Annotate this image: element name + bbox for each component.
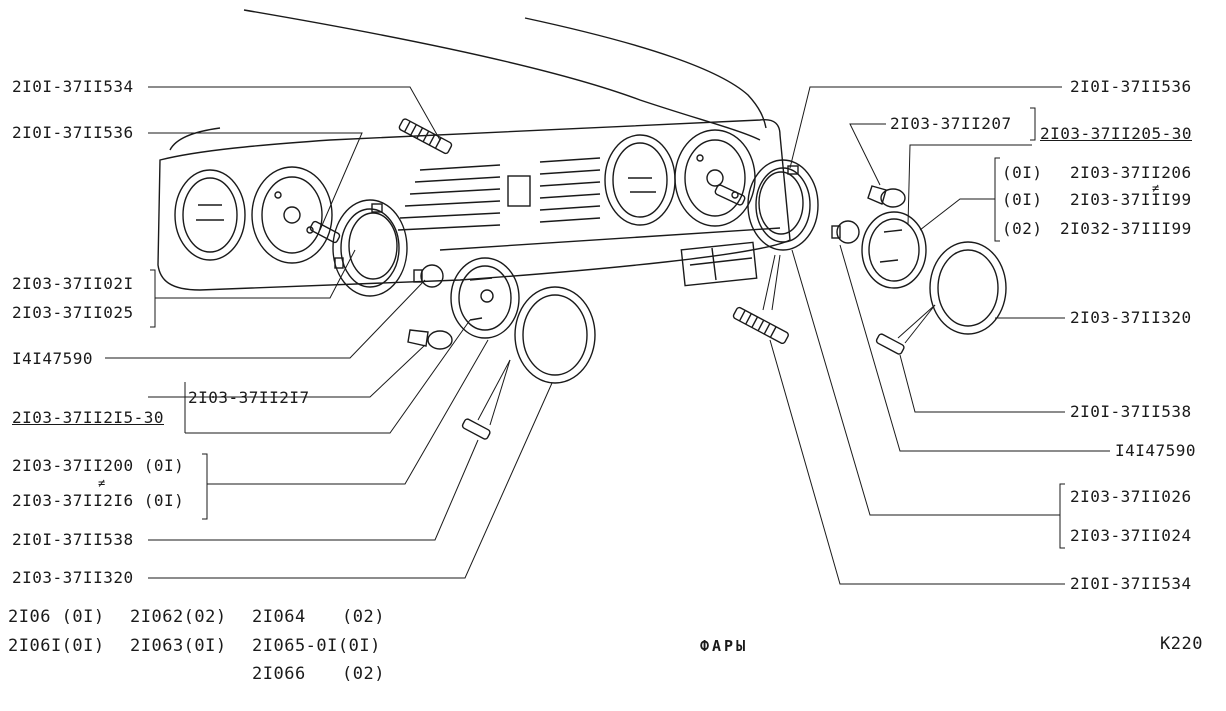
label-2103-3711215-30: 2I03-37II2I5-30: [12, 408, 164, 427]
left-headlight-bulb: [407, 329, 453, 350]
right-sidelight-bulb: [831, 220, 860, 244]
left-sidelight-bulb: [413, 264, 444, 288]
label-2101-3711538-left: 2I0I-37II538: [12, 530, 134, 549]
left-small-screw-in-housing: [309, 220, 341, 244]
code-02-c: (02): [1002, 219, 1043, 238]
label-21032-3711199: 2I032-37III99: [1060, 219, 1192, 238]
label-2101-3711534-right: 2I0I-37II534: [1070, 574, 1192, 593]
leader-lines: [105, 86, 1110, 585]
model-21064-code: (02): [342, 607, 385, 627]
installed-right-inner-headlight: [674, 129, 756, 227]
model-21063: 2I063(0I): [130, 636, 227, 656]
label-14147590-right: I4I47590: [1115, 441, 1197, 460]
radiator-grille: [397, 157, 601, 231]
car-fender-line: [169, 127, 221, 151]
model-21065-01: 2I065-0I(0I): [252, 636, 381, 656]
installed-right-outer-headlight: [604, 134, 676, 226]
right-headlight-bulb: [867, 185, 906, 208]
left-sealed-beam-unit: [450, 257, 520, 339]
model-21066: 2I066: [252, 664, 306, 684]
right-headlight-rim: [929, 241, 1007, 335]
label-2103-3711205-30: 2I03-37II205-30: [1040, 124, 1192, 143]
label-2103-3711206: 2I03-37II206: [1070, 163, 1192, 182]
model-21064: 2I064: [252, 607, 306, 627]
model-21066-code: (02): [342, 664, 385, 684]
label-2103-3711320-left: 2I03-37II320: [12, 568, 134, 587]
not-equal-mark-left: ≠: [98, 476, 106, 490]
left-rim-screw: [461, 418, 491, 440]
code-01-a: (0I): [1002, 163, 1043, 182]
label-2103-3711025: 2I03-37II025: [12, 303, 134, 322]
model-21061: 2I06I(0I): [8, 636, 105, 656]
label-14147590-left: I4I47590: [12, 349, 94, 368]
right-sealed-beam-unit: [861, 211, 927, 289]
label-2103-3711216: 2I03-37II2I6 (0I): [12, 491, 185, 510]
left-adjusting-screw-top: [398, 118, 453, 155]
label-2101-3711536-left: 2I0I-37II536: [12, 123, 134, 142]
left-mounting-ring: [332, 199, 408, 297]
model-2106: 2I06 (0I): [8, 607, 105, 627]
left-headlight-rim: [514, 286, 596, 384]
installed-left-inner-headlight: [251, 166, 333, 264]
label-2103-3711217: 2I03-37II2I7: [188, 388, 310, 407]
label-2103-3711320-right: 2I03-37II320: [1070, 308, 1192, 327]
car-hood-line-2: [524, 17, 767, 129]
right-mounting-ring: [747, 159, 819, 251]
page-title: ФАРЫ: [700, 637, 749, 655]
right-adjusting-screw-bottom: [732, 306, 789, 345]
page-number: K220: [1160, 634, 1203, 654]
right-rim-screw: [875, 333, 905, 355]
label-2101-3711536-right: 2I0I-37II536: [1070, 77, 1192, 96]
label-2103-3711021: 2I03-37II02I: [12, 274, 134, 293]
not-equal-mark-right: ≠: [1152, 181, 1160, 195]
license-plate: [680, 241, 758, 287]
label-2103-3711207: 2I03-37II207: [890, 114, 1012, 133]
model-21062: 2I062(02): [130, 607, 227, 627]
car-front-panel: [157, 118, 791, 291]
label-2103-3711024: 2I03-37II024: [1070, 526, 1192, 545]
label-2101-3711538-right: 2I0I-37II538: [1070, 402, 1192, 421]
car-hood-line: [243, 9, 761, 141]
code-01-b: (0I): [1002, 190, 1043, 209]
label-2103-3711026: 2I03-37II026: [1070, 487, 1192, 506]
installed-left-outer-headlight: [174, 169, 246, 261]
car-bumper-line: [439, 227, 781, 251]
right-small-screw-in-housing: [714, 184, 746, 206]
label-2101-3711534-left: 2I0I-37II534: [12, 77, 134, 96]
label-2103-3711199: 2I03-37III99: [1070, 190, 1192, 209]
label-2103-3711200: 2I03-37II200 (0I): [12, 456, 185, 475]
